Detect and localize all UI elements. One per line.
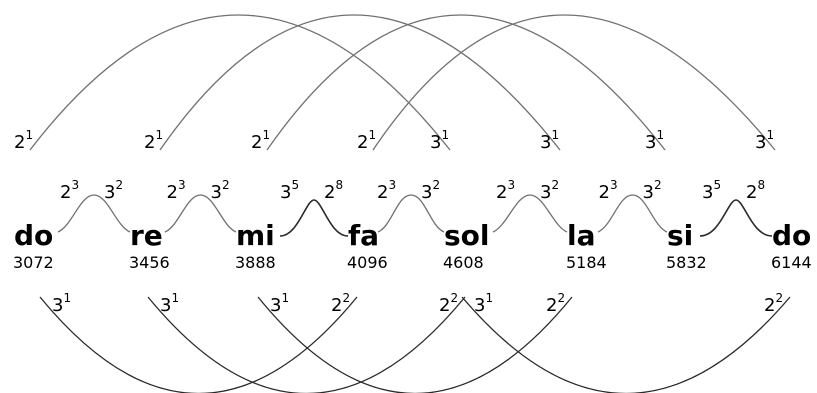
bottom-arc-right-label-0: 22: [331, 291, 350, 316]
bottom-arc-0: [39, 296, 358, 393]
step-right-label-5: 32: [643, 178, 662, 203]
step-arc-5: [597, 194, 668, 233]
step-arc-6: [699, 199, 773, 237]
bottom-arc-left-label-3: 31: [474, 291, 493, 316]
step-arc-2: [279, 199, 349, 237]
note-frequency-7: 6144: [771, 253, 812, 272]
note-name-1: re: [130, 219, 163, 252]
notes-group: do3072re3456mi3888fa4096sol4608la5184si5…: [13, 219, 812, 272]
step-right-label-1: 32: [211, 178, 230, 203]
bottom-arc-right-label-3: 22: [764, 291, 783, 316]
bottom-arc-right-label-1: 22: [439, 291, 458, 316]
top-arc-right-label-1: 31: [540, 128, 559, 153]
bottom-arc-left-label-1: 31: [160, 291, 179, 316]
note-name-2: mi: [236, 219, 275, 252]
top-arc-0: [29, 14, 451, 151]
note-name-7: do: [772, 219, 811, 252]
step-arc-0: [57, 194, 131, 233]
note-name-4: sol: [444, 219, 490, 252]
note-name-6: si: [667, 219, 693, 252]
step-right-label-6: 28: [746, 178, 765, 203]
top-arc-3: [372, 14, 776, 151]
step-left-label-3: 23: [377, 178, 396, 203]
step-left-label-5: 23: [599, 178, 618, 203]
step-arc-4: [492, 194, 568, 233]
step-arc-1: [164, 194, 237, 233]
top-arc-right-label-2: 31: [645, 128, 664, 153]
note-frequency-1: 3456: [129, 253, 170, 272]
top-arc-1: [159, 14, 561, 151]
note-frequency-0: 3072: [13, 253, 54, 272]
step-left-label-4: 23: [496, 178, 515, 203]
note-frequency-6: 5832: [666, 253, 707, 272]
note-name-5: la: [567, 219, 596, 252]
step-right-label-3: 32: [421, 178, 440, 203]
note-name-0: do: [14, 219, 53, 252]
step-right-label-2: 28: [324, 178, 343, 203]
top-arc-left-label-0: 21: [14, 128, 33, 153]
note-frequency-4: 4608: [443, 253, 484, 272]
step-arc-3: [377, 194, 445, 233]
step-arcs-group: 23 32 23 32 35 28 23 32 23 32 23 32 35 28: [57, 178, 773, 237]
bottom-arc-left-label-2: 31: [270, 291, 289, 316]
note-frequency-2: 3888: [235, 253, 276, 272]
step-left-label-0: 23: [60, 178, 79, 203]
note-frequency-5: 5184: [566, 253, 607, 272]
bottom-arc-left-label-0: 31: [52, 291, 71, 316]
bottom-arc-right-label-2: 22: [546, 291, 565, 316]
bottom-arcs-group: 31 22 31 22 31 22 31 22: [39, 291, 791, 393]
top-arc-2: [266, 14, 666, 151]
step-left-label-1: 23: [167, 178, 186, 203]
top-arc-left-label-2: 21: [251, 128, 270, 153]
bottom-arc-1: [147, 296, 466, 393]
top-arc-right-label-0: 31: [430, 128, 449, 153]
top-arc-left-label-3: 21: [357, 128, 376, 153]
step-left-label-6: 35: [702, 178, 721, 203]
step-right-label-4: 32: [540, 178, 559, 203]
step-left-label-2: 35: [280, 178, 299, 203]
note-frequency-3: 4096: [347, 253, 388, 272]
bottom-arc-3: [461, 296, 791, 393]
top-arc-right-label-3: 31: [755, 128, 774, 153]
note-name-3: fa: [348, 219, 379, 252]
top-arc-left-label-1: 21: [144, 128, 163, 153]
bottom-arc-2: [257, 296, 573, 393]
step-right-label-0: 32: [104, 178, 123, 203]
top-arcs-group: 21 31 21 31 21 31 21 31: [14, 14, 776, 153]
